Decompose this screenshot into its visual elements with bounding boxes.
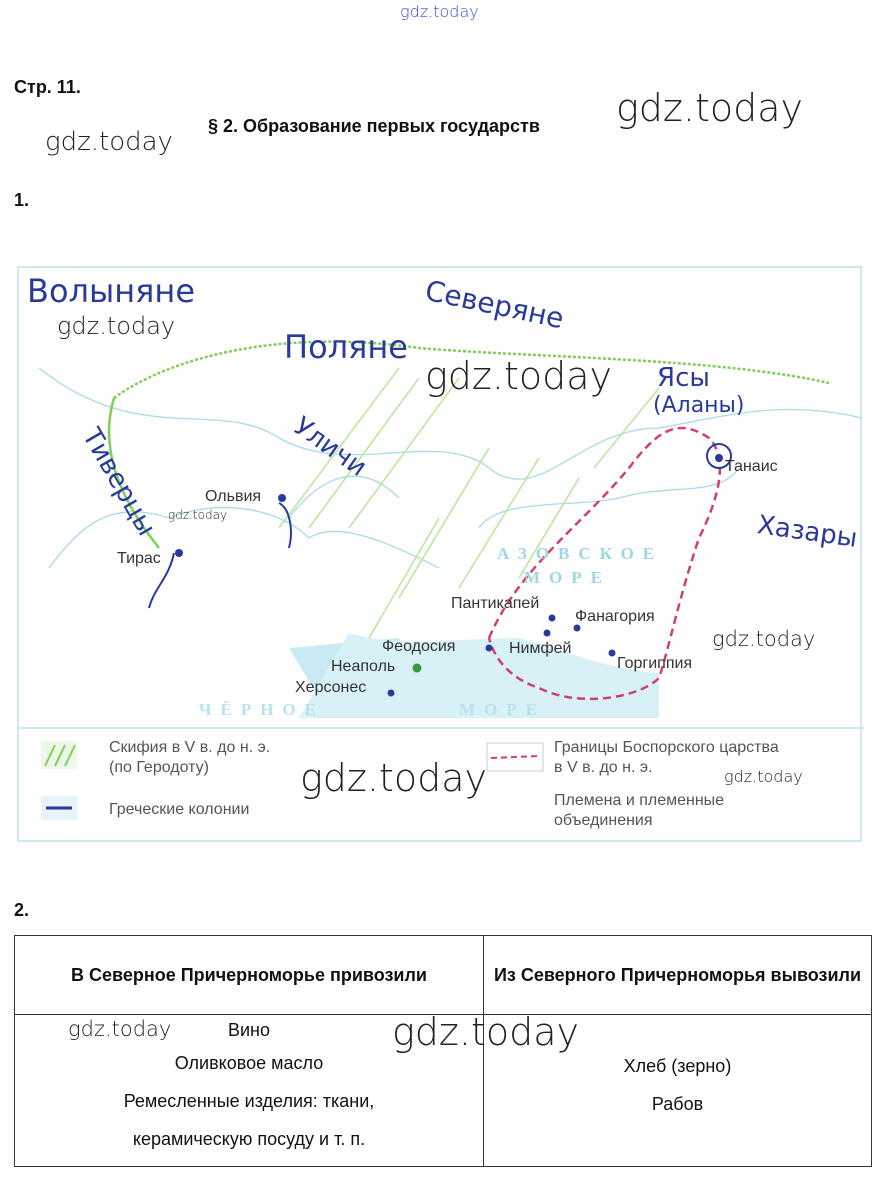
legend-bosporus-note: в V в. до н. э.	[554, 759, 653, 776]
city-label: Тирас	[117, 550, 161, 567]
city-label: Феодосия	[382, 638, 456, 655]
watermark: gdz.today	[57, 312, 176, 340]
sea-label: АЗОВСКОЕ	[497, 544, 664, 563]
watermark: gdz.today	[400, 2, 479, 21]
tribe-label: Поляне	[284, 328, 408, 366]
legend-tribes: Племена и племенные	[554, 792, 725, 809]
exports-cell: Хлеб (зерно) Рабов	[483, 1014, 872, 1167]
sea-label: МОРЕ	[524, 568, 611, 587]
city-label: Ольвия	[205, 488, 262, 505]
legend-bosporus: Границы Боспорского царства	[554, 739, 779, 756]
watermark: gdz.today	[300, 756, 487, 800]
tribe-label: Волыняне	[27, 272, 196, 310]
page-label: Стр. 11.	[14, 77, 81, 97]
sea-label: МОРЕ	[459, 700, 546, 719]
city-label: Нимфей	[509, 640, 572, 657]
task2-label: 2.	[14, 900, 30, 920]
imports-cell: Вино Оливковое масло Ремесленные изделия…	[14, 1014, 484, 1167]
list-item: Ремесленные изделия: ткани,	[123, 1091, 375, 1111]
legend-scythia: Скифия в V в. до н. э.	[109, 739, 271, 756]
list-item: Оливковое масло	[174, 1053, 324, 1073]
tribe-label: Ясы	[657, 363, 710, 393]
city-label: Пантикапей	[451, 595, 540, 612]
legend-scythia-note: (по Геродоту)	[109, 759, 209, 776]
watermark: gdz.today	[392, 1010, 579, 1054]
legend-tribes-note: объединения	[554, 812, 653, 829]
task1-label: 1.	[14, 190, 30, 210]
watermark: gdz.today	[425, 354, 612, 398]
sea-label: ЧЁРНОЕ	[199, 700, 325, 719]
watermark: gdz.today	[68, 1017, 172, 1041]
column-header-imports: В Северное Причерноморье привозили	[14, 935, 484, 1015]
list-item: Вино	[227, 1020, 270, 1040]
map-drawing	[19, 340, 864, 820]
section-title: § 2. Образование первых государств	[208, 116, 540, 136]
watermark: gdz.today	[45, 127, 173, 157]
city-label: Неаполь	[331, 658, 396, 675]
tribe-label: (Аланы)	[653, 393, 745, 418]
list-item: керамическую посуду и т. п.	[132, 1129, 366, 1149]
list-item: Рабов	[651, 1094, 704, 1114]
city-label: Танаис	[725, 458, 778, 475]
city-label: Фанагория	[575, 608, 655, 625]
city-label: Горгиппия	[617, 655, 693, 672]
watermark: gdz.today	[616, 86, 803, 130]
city-label: Херсонес	[295, 679, 367, 696]
watermark: gdz.today	[724, 767, 803, 786]
watermark: gdz.today	[168, 508, 228, 522]
watermark: gdz.today	[712, 627, 816, 651]
historical-map: Волыняне Северяне Поляне Уличи Тиверцы Я…	[17, 266, 864, 842]
trade-table: В Северное Причерноморье привозили Из Се…	[14, 935, 872, 1167]
legend-colonies: Греческие колонии	[109, 801, 250, 818]
list-item: Хлеб (зерно)	[623, 1056, 732, 1076]
column-header-exports: Из Северного Причерноморья вывозили	[483, 935, 872, 1015]
